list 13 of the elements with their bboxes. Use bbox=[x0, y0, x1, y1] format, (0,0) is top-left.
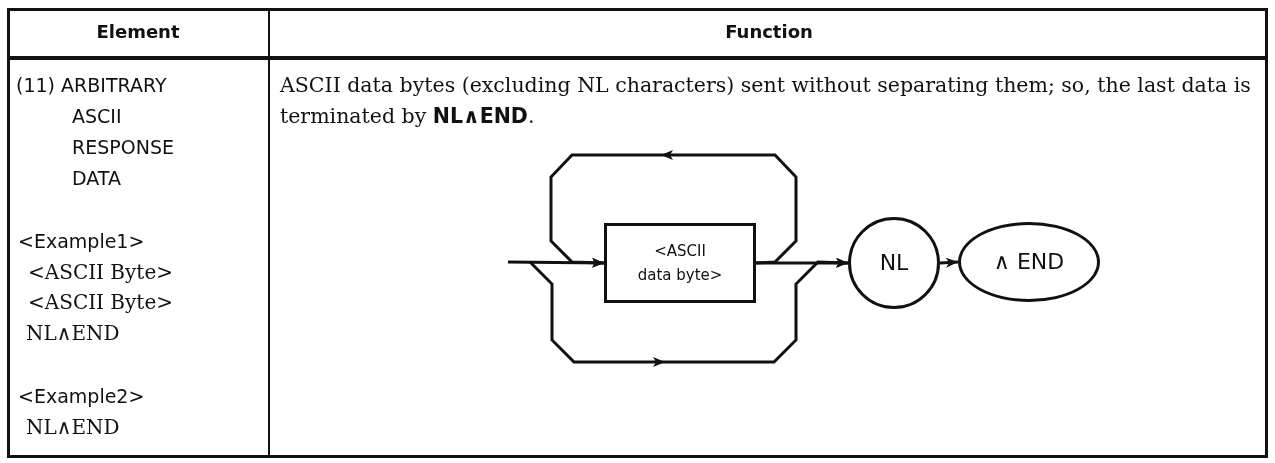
data-byte-box: <ASCII data byte> bbox=[604, 223, 756, 303]
example-line: NL∧END bbox=[26, 414, 121, 441]
example-heading: <Example2> bbox=[18, 384, 146, 409]
element-name: (11) ARBITRARY ASCII RESPONSE DATA bbox=[16, 73, 175, 191]
example-line: <ASCII Byte> bbox=[28, 259, 174, 286]
function-description: ASCII data bytes (excluding NL characters) sent without separating them; so, the last data is terminated by NL∧END. bbox=[280, 72, 1252, 130]
terminal-ellipse: ∧ END bbox=[958, 222, 1100, 302]
column-header: Element bbox=[95, 20, 181, 44]
example-line: NL∧END bbox=[26, 320, 121, 347]
example-line: <ASCII Byte> bbox=[28, 289, 174, 316]
terminal-circle: NL bbox=[848, 217, 940, 309]
column-header: Function bbox=[724, 20, 814, 44]
example-heading: <Example1> bbox=[18, 229, 146, 254]
